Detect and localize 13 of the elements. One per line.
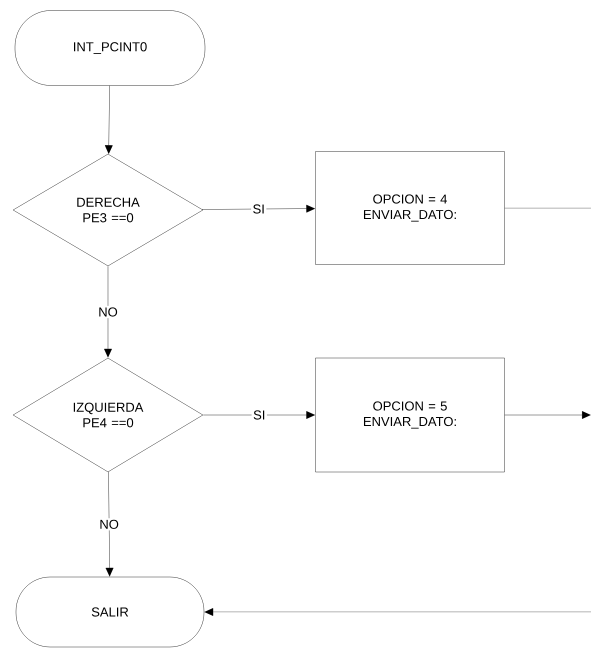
arrow	[504, 411, 591, 419]
process-box: OPCION = 4 ENVIAR_DATO:	[315, 151, 505, 265]
edge-label: SI	[251, 202, 266, 216]
arrow	[104, 266, 112, 358]
arrow	[106, 472, 114, 576]
edge-label: NO	[96, 306, 120, 318]
edge-label: NO	[98, 518, 120, 530]
process-box: OPCION = 5 ENVIAR_DATO:	[315, 358, 505, 472]
edge-label: SI	[252, 408, 267, 422]
arrow	[204, 608, 591, 616]
arrow	[104, 86, 113, 154]
arrow	[202, 204, 315, 213]
arrow	[203, 411, 315, 419]
